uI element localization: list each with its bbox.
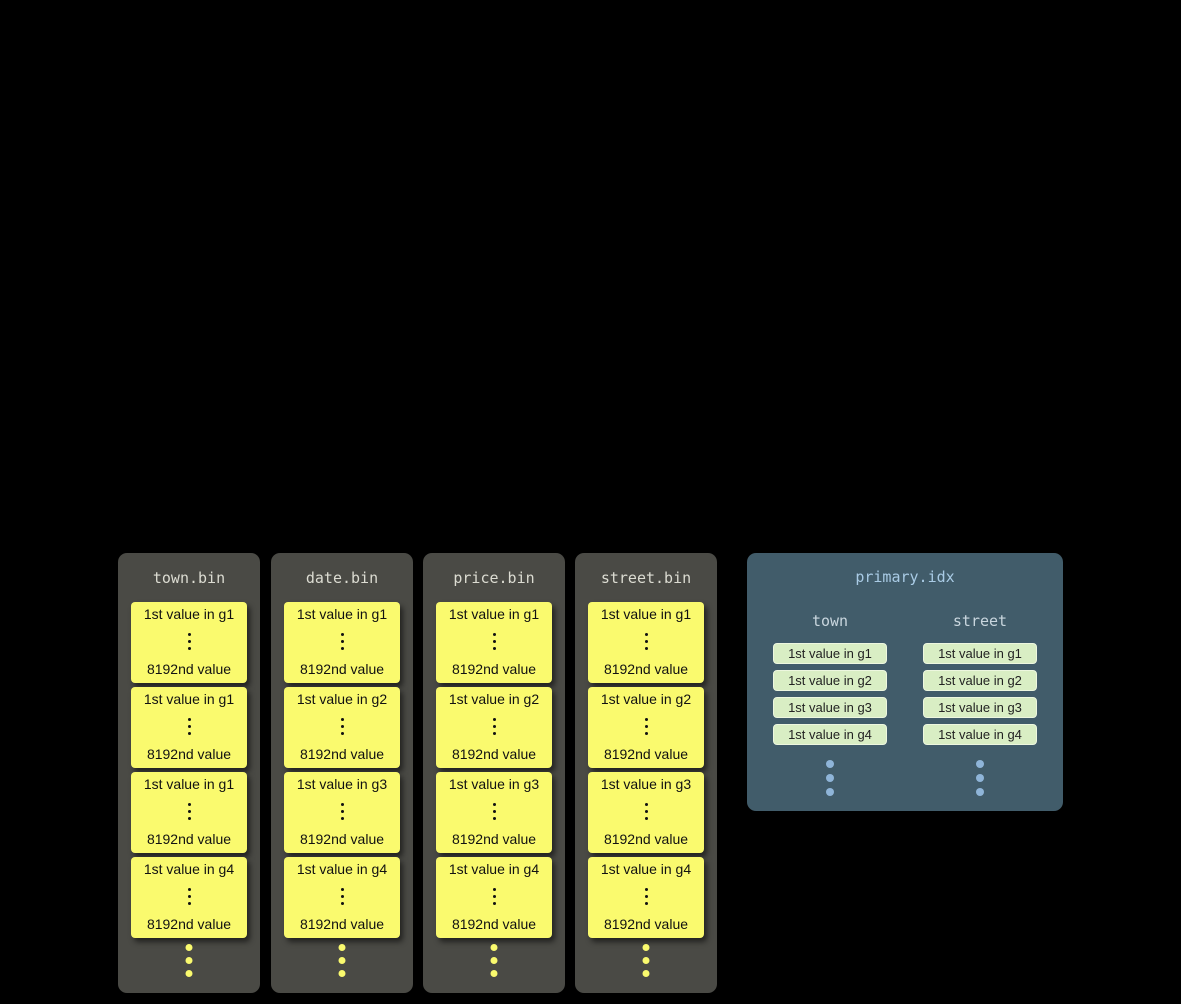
granule-first-value: 1st value in g4 [600,861,692,877]
vertical-ellipsis-icon [340,803,344,820]
granule-first-value: 1st value in g1 [600,606,692,622]
granule-last-value: 8192nd value [451,746,537,762]
vertical-ellipsis-icon [187,633,191,650]
more-granules-ellipsis-icon [185,944,193,977]
vertical-ellipsis-icon [644,718,648,735]
index-entry: 1st value in g2 [923,670,1037,691]
granule-first-value: 1st value in g2 [296,691,388,707]
more-granules-ellipsis-icon [490,944,498,977]
granule-block: 1st value in g1 8192nd value [131,602,247,683]
granule-last-value: 8192nd value [299,916,385,932]
index-entry: 1st value in g4 [773,724,887,745]
index-column-header: street [952,612,1008,630]
index-entry: 1st value in g3 [923,697,1037,718]
vertical-ellipsis-icon [644,633,648,650]
granule-block: 1st value in g1 8192nd value [131,687,247,768]
file-title: price.bin [453,569,535,587]
granule-last-value: 8192nd value [299,661,385,677]
primary-index-panel: primary.idx town 1st value in g1 1st val… [747,553,1063,811]
file-column-price-bin: price.bin 1st value in g1 8192nd value 1… [423,553,565,993]
granule-first-value: 1st value in g1 [143,776,235,792]
granule-first-value: 1st value in g3 [448,776,540,792]
file-column-street-bin: street.bin 1st value in g1 8192nd value … [575,553,717,993]
granule-block: 1st value in g1 8192nd value [436,602,552,683]
index-column-header: town [811,612,849,630]
granule-last-value: 8192nd value [603,831,689,847]
index-entry: 1st value in g2 [773,670,887,691]
granule-last-value: 8192nd value [299,746,385,762]
more-granules-ellipsis-icon [642,944,650,977]
granule-last-value: 8192nd value [603,916,689,932]
vertical-ellipsis-icon [644,888,648,905]
vertical-ellipsis-icon [644,803,648,820]
granule-last-value: 8192nd value [603,661,689,677]
vertical-ellipsis-icon [492,888,496,905]
index-column-town: town 1st value in g1 1st value in g2 1st… [773,612,887,796]
file-column-date-bin: date.bin 1st value in g1 8192nd value 1s… [271,553,413,993]
granule-block: 1st value in g4 8192nd value [588,857,704,938]
granule-first-value: 1st value in g1 [143,691,235,707]
vertical-ellipsis-icon [492,633,496,650]
granule-last-value: 8192nd value [299,831,385,847]
granule-block: 1st value in g2 8192nd value [284,687,400,768]
granule-first-value: 1st value in g2 [600,691,692,707]
granule-last-value: 8192nd value [451,916,537,932]
more-entries-ellipsis-icon [826,760,834,796]
granule-last-value: 8192nd value [146,831,232,847]
granule-last-value: 8192nd value [146,746,232,762]
file-title: street.bin [600,569,692,587]
vertical-ellipsis-icon [340,888,344,905]
granule-first-value: 1st value in g4 [143,861,235,877]
granule-block: 1st value in g2 8192nd value [436,687,552,768]
more-entries-ellipsis-icon [976,760,984,796]
file-title: date.bin [305,569,379,587]
index-title: primary.idx [855,568,955,586]
granule-block: 1st value in g3 8192nd value [588,772,704,853]
granule-last-value: 8192nd value [451,661,537,677]
vertical-ellipsis-icon [340,718,344,735]
vertical-ellipsis-icon [187,888,191,905]
granule-last-value: 8192nd value [451,831,537,847]
index-entry: 1st value in g1 [773,643,887,664]
granule-block: 1st value in g1 8192nd value [588,602,704,683]
granule-first-value: 1st value in g4 [296,861,388,877]
granule-block: 1st value in g1 8192nd value [284,602,400,683]
granule-first-value: 1st value in g1 [448,606,540,622]
index-entry: 1st value in g1 [923,643,1037,664]
granule-block: 1st value in g2 8192nd value [588,687,704,768]
granule-first-value: 1st value in g1 [296,606,388,622]
more-granules-ellipsis-icon [338,944,346,977]
granule-last-value: 8192nd value [146,661,232,677]
granule-block: 1st value in g3 8192nd value [436,772,552,853]
vertical-ellipsis-icon [187,718,191,735]
index-entry: 1st value in g4 [923,724,1037,745]
file-title: town.bin [152,569,226,587]
vertical-ellipsis-icon [492,718,496,735]
granule-block: 1st value in g4 8192nd value [131,857,247,938]
granule-first-value: 1st value in g3 [600,776,692,792]
vertical-ellipsis-icon [340,633,344,650]
index-entry: 1st value in g3 [773,697,887,718]
vertical-ellipsis-icon [187,803,191,820]
granule-last-value: 8192nd value [603,746,689,762]
granule-first-value: 1st value in g2 [448,691,540,707]
file-column-town-bin: town.bin 1st value in g1 8192nd value 1s… [118,553,260,993]
granule-first-value: 1st value in g3 [296,776,388,792]
index-columns: town 1st value in g1 1st value in g2 1st… [747,612,1063,796]
index-column-street: street 1st value in g1 1st value in g2 1… [923,612,1037,796]
granule-first-value: 1st value in g4 [448,861,540,877]
granule-block: 1st value in g3 8192nd value [284,772,400,853]
vertical-ellipsis-icon [492,803,496,820]
granule-block: 1st value in g4 8192nd value [436,857,552,938]
granule-first-value: 1st value in g1 [143,606,235,622]
granule-block: 1st value in g1 8192nd value [131,772,247,853]
granule-block: 1st value in g4 8192nd value [284,857,400,938]
granule-last-value: 8192nd value [146,916,232,932]
